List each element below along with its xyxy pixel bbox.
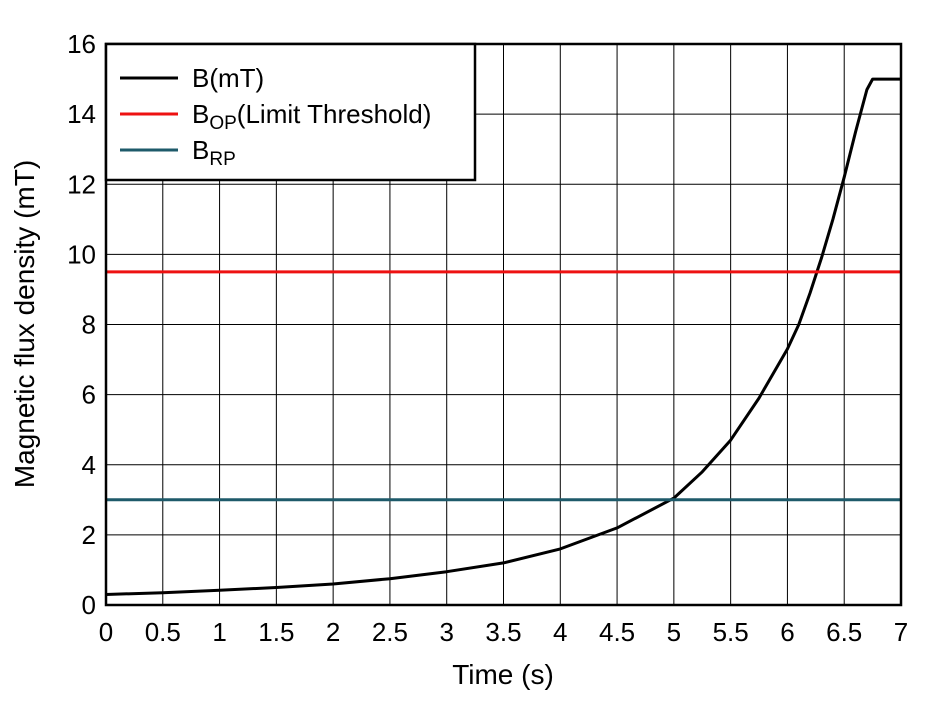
x-tick-label: 2.5 xyxy=(372,617,408,647)
y-tick-label: 16 xyxy=(67,29,96,59)
y-tick-label: 4 xyxy=(82,450,96,480)
legend-label-brp: BRP xyxy=(192,135,236,170)
legend-label-bop: BOP(Limit Threshold) xyxy=(192,99,431,134)
x-tick-label: 2 xyxy=(326,617,340,647)
x-tick-label: 4.5 xyxy=(599,617,635,647)
x-tick-label: 6.5 xyxy=(826,617,862,647)
legend: B(mT) BOP(Limit Threshold) BRP xyxy=(104,42,477,182)
y-tick-label: 8 xyxy=(82,310,96,340)
plot-frame xyxy=(104,42,903,607)
y-tick-label: 12 xyxy=(67,169,96,199)
x-tick-label: 4 xyxy=(553,617,567,647)
x-tick-label: 0 xyxy=(99,617,113,647)
x-axis-title: Time (s) xyxy=(452,659,554,690)
x-tick-labels: 0 0.5 1 1.5 2 2.5 3 3.5 4 4.5 5 5.5 6 6.5 7 xyxy=(99,617,908,647)
y-axis-title: Magnetic flux density (mT) xyxy=(9,160,40,488)
series-line-0 xyxy=(105,77,901,596)
y-tick-labels: 0 2 4 6 8 10 12 14 16 xyxy=(67,29,96,620)
y-tick-label: 0 xyxy=(82,590,96,620)
y-tick-label: 6 xyxy=(82,380,96,410)
legend-label-b: B(mT) xyxy=(192,63,264,93)
x-tick-label: 5 xyxy=(667,617,681,647)
series-layer xyxy=(105,77,901,596)
legend-box xyxy=(104,42,477,182)
x-tick-label: 3.5 xyxy=(485,617,521,647)
x-tick-label: 6 xyxy=(780,617,794,647)
x-tick-label: 3 xyxy=(439,617,453,647)
y-tick-label: 14 xyxy=(67,99,96,129)
y-tick-label: 2 xyxy=(82,520,96,550)
y-tick-label: 10 xyxy=(67,239,96,269)
x-tick-label: 0.5 xyxy=(145,617,181,647)
x-tick-label: 7 xyxy=(894,617,908,647)
x-tick-label: 1.5 xyxy=(258,617,294,647)
x-tick-label: 1 xyxy=(212,617,226,647)
x-tick-label: 5.5 xyxy=(713,617,749,647)
